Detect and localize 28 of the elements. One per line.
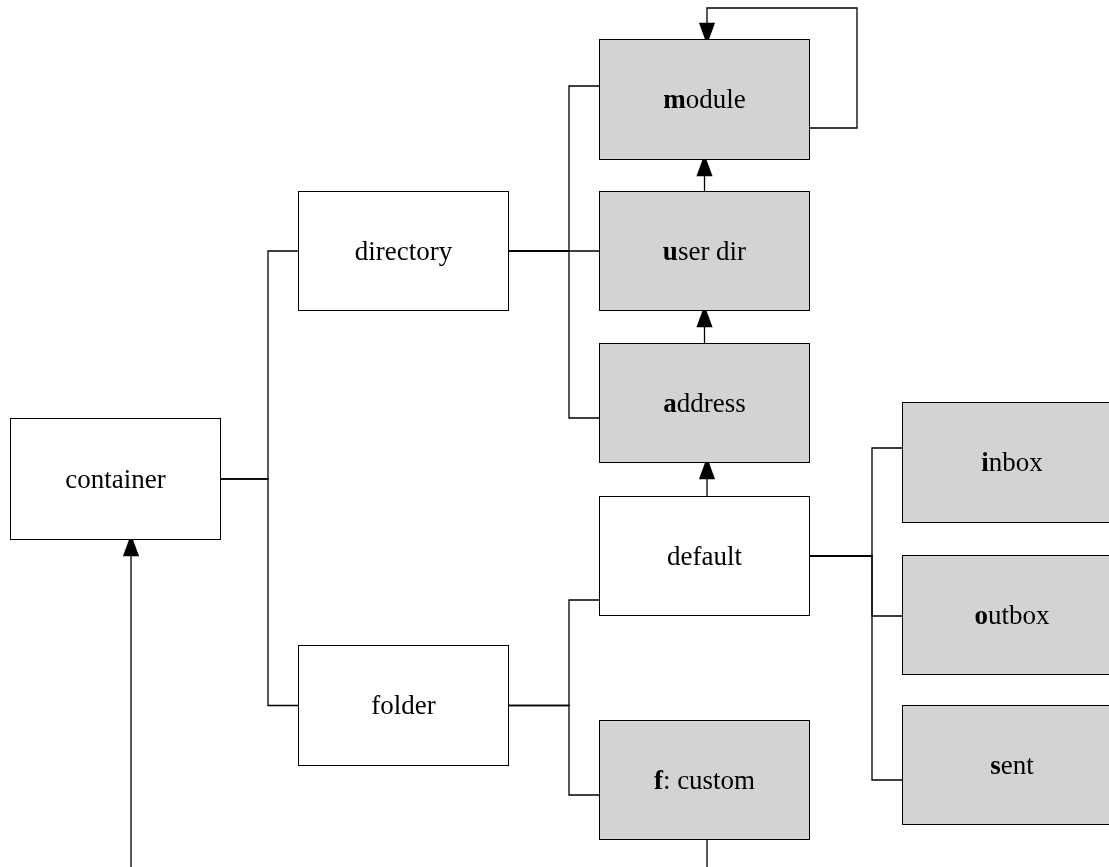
process-box (599, 496, 810, 616)
connector-line (809, 555, 903, 781)
connector-line (706, 839, 708, 867)
connector-line (220, 478, 299, 707)
node-label: container (65, 463, 166, 495)
arrow (698, 7, 858, 129)
process-box (902, 705, 1109, 825)
node-label: directory (354, 235, 453, 267)
process-box (599, 343, 810, 463)
process-box (599, 39, 810, 160)
node-label: inbox (981, 447, 1043, 478)
process-box (599, 191, 810, 311)
process-box (298, 645, 509, 766)
node-label: sent (990, 749, 1034, 781)
node-label: module (663, 84, 746, 115)
process-box (599, 720, 810, 840)
node-label: f: custom (653, 764, 756, 796)
connector-line (508, 250, 600, 419)
process-box (902, 402, 1109, 523)
node-label: default (667, 540, 742, 572)
process-box (10, 418, 221, 540)
process-box (902, 555, 1109, 675)
node-label: folder (371, 690, 436, 721)
node-label: user dir (662, 235, 747, 267)
node-label: address (663, 387, 746, 419)
node-label: outbox (974, 599, 1050, 631)
connector-line (508, 704, 600, 796)
process-box (298, 191, 509, 311)
